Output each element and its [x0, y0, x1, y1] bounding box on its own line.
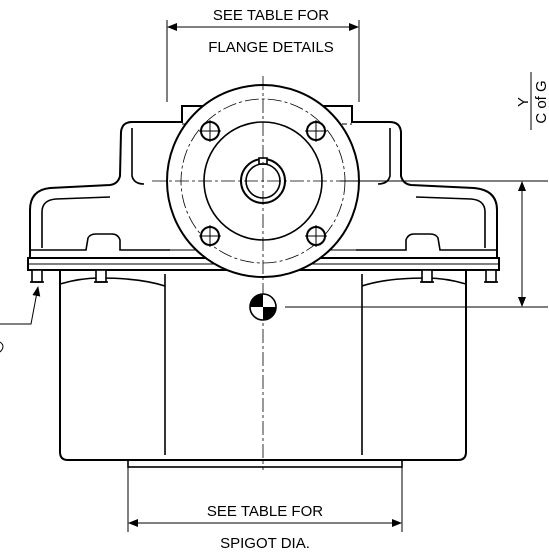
cog-symbol	[249, 293, 277, 321]
cog-label: C of G	[533, 80, 549, 123]
cropped-text-fragment	[0, 341, 4, 353]
dim-y-label: Y	[515, 97, 532, 107]
spigot-label-line2: SPIGOT DIA.	[220, 535, 310, 552]
mounting-bolts	[30, 269, 498, 283]
y-dimension	[285, 72, 548, 308]
spigot-label-line1: SEE TABLE FOR	[207, 503, 323, 520]
center-lines	[152, 76, 376, 470]
spigot-dimension	[127, 467, 403, 532]
bolt-leader	[0, 286, 41, 325]
spigot	[127, 459, 403, 468]
flange-dimension	[166, 20, 360, 102]
flange-label-line1: SEE TABLE FOR	[213, 7, 329, 24]
flange-label-line2: FLANGE DETAILS	[208, 39, 334, 56]
flange-bolt-holes	[199, 120, 327, 247]
